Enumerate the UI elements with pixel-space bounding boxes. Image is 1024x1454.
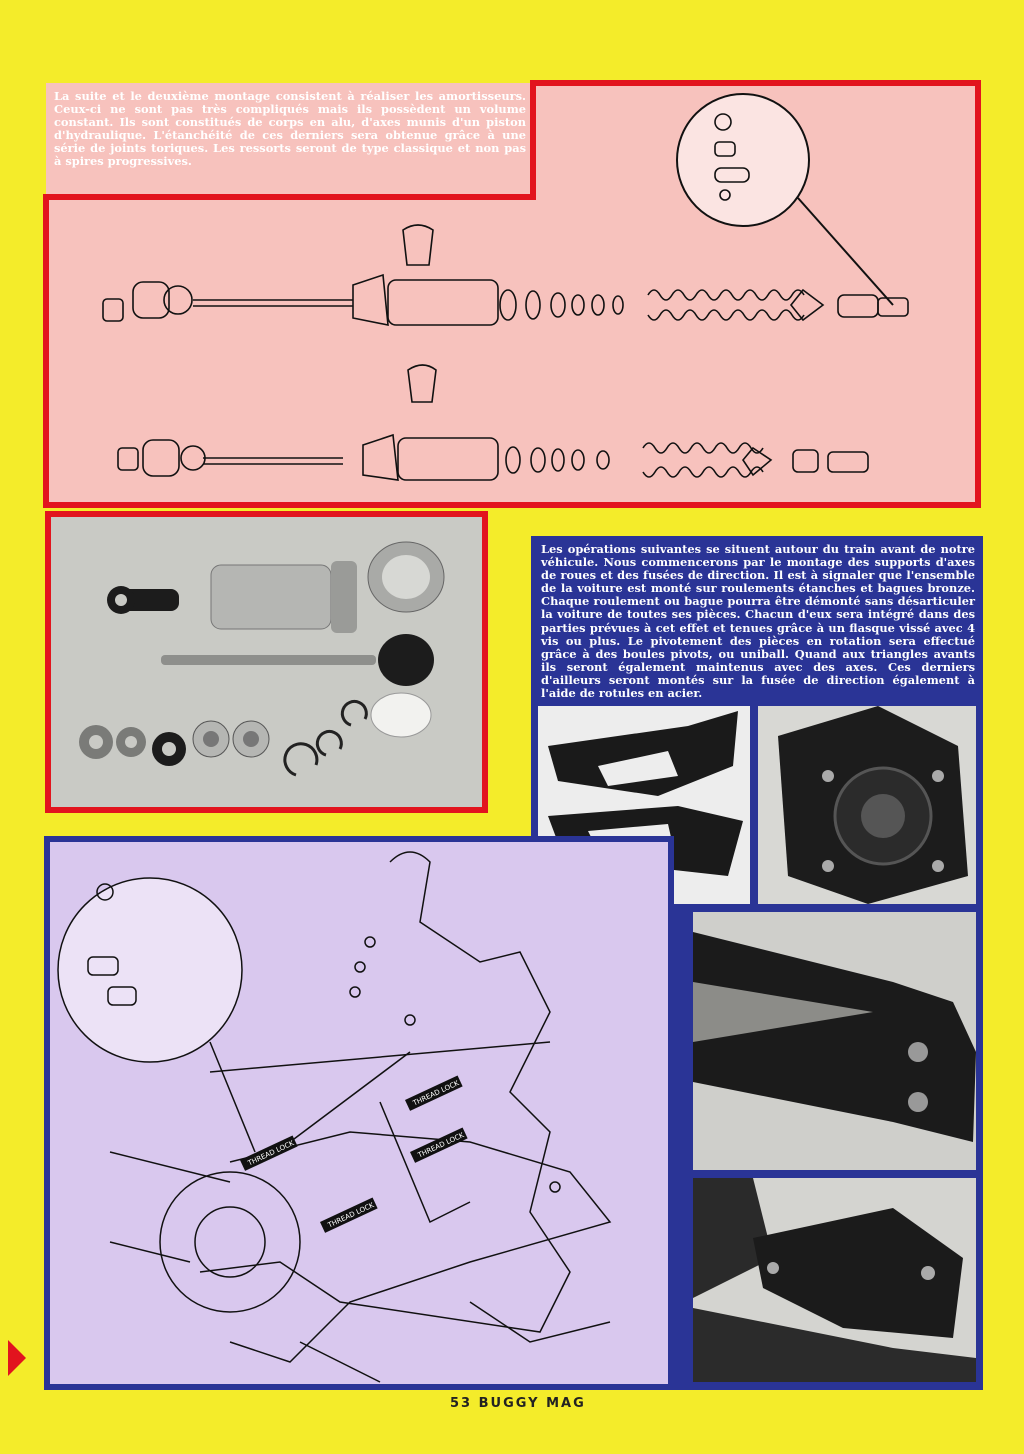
thread-lock-label: THREAD LOCK xyxy=(416,1131,466,1160)
chassis-exploded-diagram: THREAD LOCK THREAD LOCK THREAD LOCK THRE… xyxy=(57,851,612,1383)
front-train-paragraph: Les opérations suivantes se situent auto… xyxy=(541,542,975,701)
front-suspension-photo xyxy=(693,1178,976,1382)
thread-lock-label: THREAD LOCK xyxy=(246,1139,296,1168)
hub-closeup-photo xyxy=(758,706,976,904)
page-turn-arrow-icon xyxy=(8,1340,26,1376)
page-footer: 53 BUGGY MAG xyxy=(450,1396,586,1411)
intro-paragraph: La suite et le deuxième montage consiste… xyxy=(54,89,526,169)
front-axle-photo xyxy=(693,912,976,1170)
shock-exploded-diagram xyxy=(43,80,981,508)
shock-parts-photo xyxy=(45,511,488,813)
thread-lock-label: THREAD LOCK xyxy=(411,1079,461,1108)
magazine-name: BUGGY MAG xyxy=(478,1396,586,1411)
thread-lock-label: THREAD LOCK xyxy=(326,1201,376,1230)
page-number: 53 xyxy=(450,1396,473,1411)
shock-diagram-panel xyxy=(43,80,981,508)
chassis-diagram-panel: THREAD LOCK THREAD LOCK THREAD LOCK THRE… xyxy=(44,836,674,1390)
